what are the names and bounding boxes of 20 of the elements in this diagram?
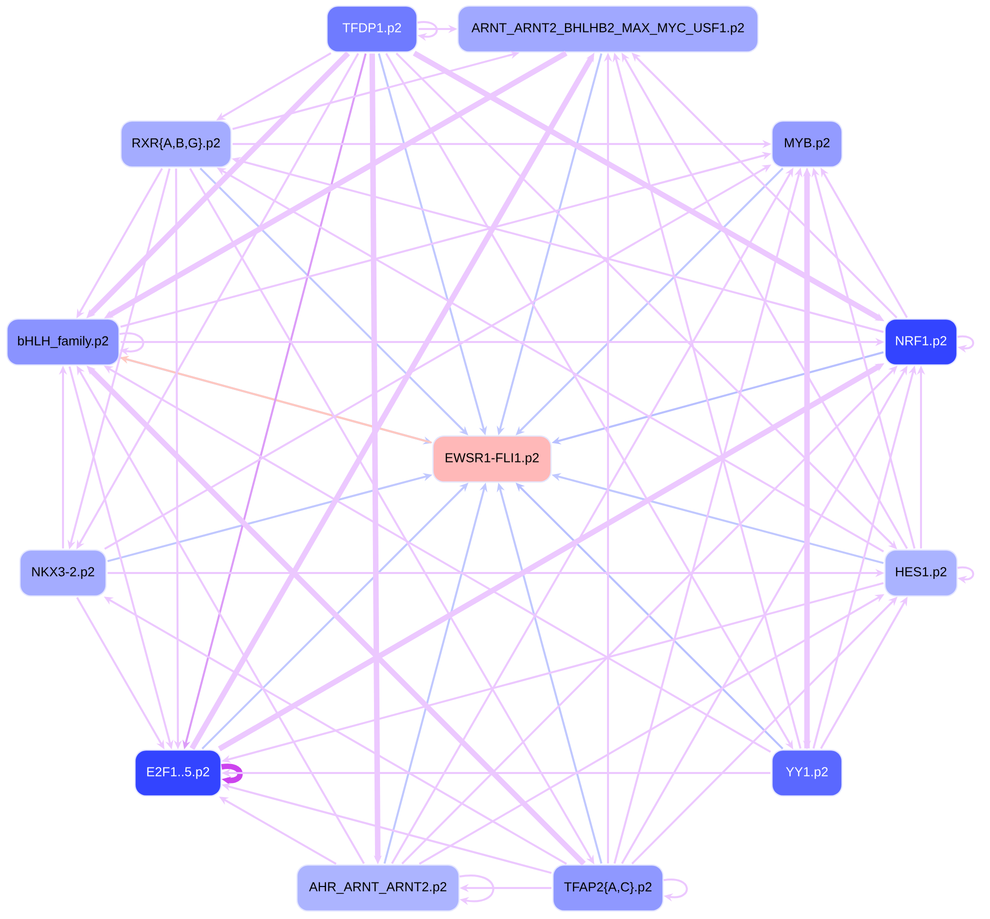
- node-box: E2F1..5.p2: [134, 749, 222, 797]
- node-box: TFAP2{A,C}.p2: [552, 864, 664, 912]
- loop-arrow: [958, 566, 974, 584]
- loop-arrow: [958, 335, 974, 353]
- loop-arrow: [460, 874, 494, 906]
- node-box: TFDP1.p2: [326, 5, 418, 53]
- node-box: NRF1.p2: [884, 318, 958, 366]
- loop-arrow: [221, 764, 243, 785]
- loop-arrow: [418, 21, 438, 42]
- node-box: NKX3-2.p2: [19, 549, 107, 597]
- node-box: AHR_ARNT_ARNT2.p2: [296, 864, 460, 912]
- node-box: bHLH_family.p2: [6, 318, 120, 366]
- node-box: YY1.p2: [771, 749, 843, 797]
- node-box: RXR{A,B,G}.p2: [120, 120, 232, 168]
- node-box: MYB.p2: [771, 120, 843, 168]
- node-box: ARNT_ARNT2_BHLHB2_MAX_MYC_USF1.p2: [457, 5, 759, 53]
- loop-arrow: [120, 332, 144, 356]
- node-box: EWSR1-FLI1.p2: [432, 435, 552, 483]
- loop-arrow: [664, 878, 688, 902]
- node-box: HES1.p2: [884, 549, 958, 597]
